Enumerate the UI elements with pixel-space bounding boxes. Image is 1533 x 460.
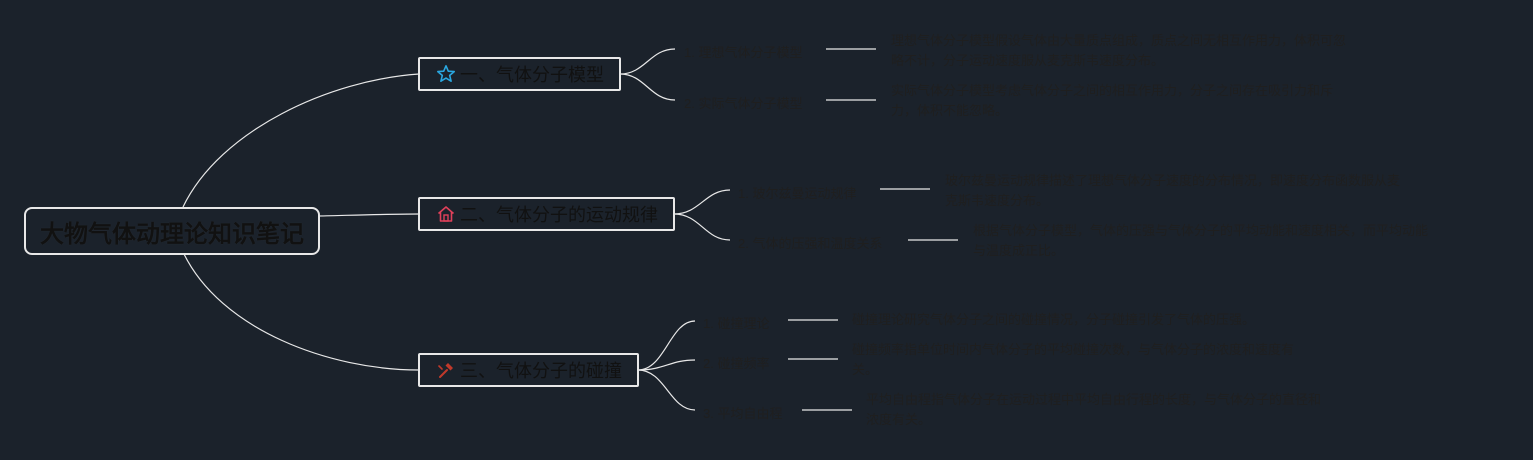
topic-node-2[interactable]: 二、气体分子的运动规律 <box>418 197 675 231</box>
subtopic-desc-2-1: 玻尔兹曼运动规律描述了理想气体分子速度的分布情况，即速度分布函数服从麦 克斯韦速… <box>945 172 1400 212</box>
desc-line: 实际气体分子模型考虑气体分子之间的相互作用力，分子之间存在吸引力和斥 <box>891 84 1334 99</box>
subtopic-label-1-1[interactable]: 1. 理想气体分子模型 <box>684 45 803 60</box>
topic-label-2: 二、气体分子的运动规律 <box>460 205 658 226</box>
desc-line: 根据气体分子模型，气体的压强与气体分子的平均动能和速度相关，而平均动能 <box>973 224 1429 239</box>
subtopic-label-3-1[interactable]: 1. 碰撞理论 <box>703 316 770 331</box>
subtopic-label-2-1[interactable]: 1. 玻尔兹曼运动规律 <box>738 186 857 201</box>
connector-topic3-sub2 <box>637 359 696 371</box>
connector-topic3-sub1 <box>637 320 696 371</box>
subtopic-desc-3-2: 碰撞频率指单位时间内气体分子的平均碰撞次数，与气体分子的浓度和速度有 关。 <box>852 341 1294 381</box>
house-icon <box>436 204 456 224</box>
topic-node-1[interactable]: 一、气体分子模型 <box>418 57 621 91</box>
desc-line: 关。 <box>852 363 879 378</box>
desc-line: 略不计，分子运动速度服从麦克斯韦速度分布。 <box>891 54 1165 69</box>
connector-root-topic3 <box>182 251 420 371</box>
hammer-icon <box>436 360 456 380</box>
desc-line: 浓度有关。 <box>866 413 932 428</box>
desc-line: 玻尔兹曼运动规律描述了理想气体分子速度的分布情况，即速度分布函数服从麦 <box>945 174 1401 189</box>
subtopic-desc-2-2: 根据气体分子模型，气体的压强与气体分子的平均动能和速度相关，而平均动能 与温度成… <box>973 222 1428 262</box>
subtopic-label-3-3[interactable]: 3. 平均自由程 <box>703 406 783 421</box>
desc-line: 理想气体分子模型假设气体由大量质点组成，质点之间无相互作用力，体积可忽 <box>891 34 1347 49</box>
connector-root-topic2 <box>317 213 420 217</box>
root-title: 大物气体动理论知识笔记 <box>40 219 304 248</box>
subtopic-desc-3-3: 平均自由程指气体分子在运动过程中平均自由行程的长度，与气体分子的直径和 浓度有关… <box>866 391 1321 431</box>
desc-line: 与温度成正比。 <box>973 244 1065 259</box>
desc-line: 克斯韦速度分布。 <box>945 194 1050 209</box>
connector-topic2-sub1 <box>673 189 731 215</box>
subtopic-label-2-2[interactable]: 2. 气体的压强和温度关系 <box>738 236 883 251</box>
topic-label-3: 三、气体分子的碰撞 <box>460 361 622 382</box>
topic-label-1: 一、气体分子模型 <box>460 65 604 86</box>
connector-topic3-sub3 <box>637 369 696 411</box>
desc-line: 力，体积不能忽略。 <box>891 104 1009 119</box>
connector-topic2-sub2 <box>673 213 731 241</box>
subtopic-desc-1-2: 实际气体分子模型考虑气体分子之间的相互作用力，分子之间存在吸引力和斥 力，体积不… <box>891 82 1333 122</box>
subtopic-label-3-2[interactable]: 2. 碰撞频率 <box>703 356 770 371</box>
root-node[interactable]: 大物气体动理论知识笔记 <box>24 207 320 255</box>
desc-line: 碰撞理论研究气体分子之间的碰撞情况，分子碰撞引发了气体的压强。 <box>852 313 1256 328</box>
connector-topic1-sub2 <box>619 73 676 101</box>
connector-root-topic1 <box>182 73 420 208</box>
desc-line: 平均自由程指气体分子在运动过程中平均自由行程的长度，与气体分子的直径和 <box>866 393 1322 408</box>
subtopic-desc-3-1: 碰撞理论研究气体分子之间的碰撞情况，分子碰撞引发了气体的压强。 <box>852 311 1255 331</box>
connector-topic1-sub1 <box>619 48 676 75</box>
topic-node-3[interactable]: 三、气体分子的碰撞 <box>418 353 639 387</box>
desc-line: 碰撞频率指单位时间内气体分子的平均碰撞次数，与气体分子的浓度和速度有 <box>852 343 1295 358</box>
star-icon <box>436 64 456 84</box>
subtopic-desc-1-1: 理想气体分子模型假设气体由大量质点组成，质点之间无相互作用力，体积可忽 略不计，… <box>891 32 1346 72</box>
subtopic-label-1-2[interactable]: 2. 实际气体分子模型 <box>684 96 803 111</box>
